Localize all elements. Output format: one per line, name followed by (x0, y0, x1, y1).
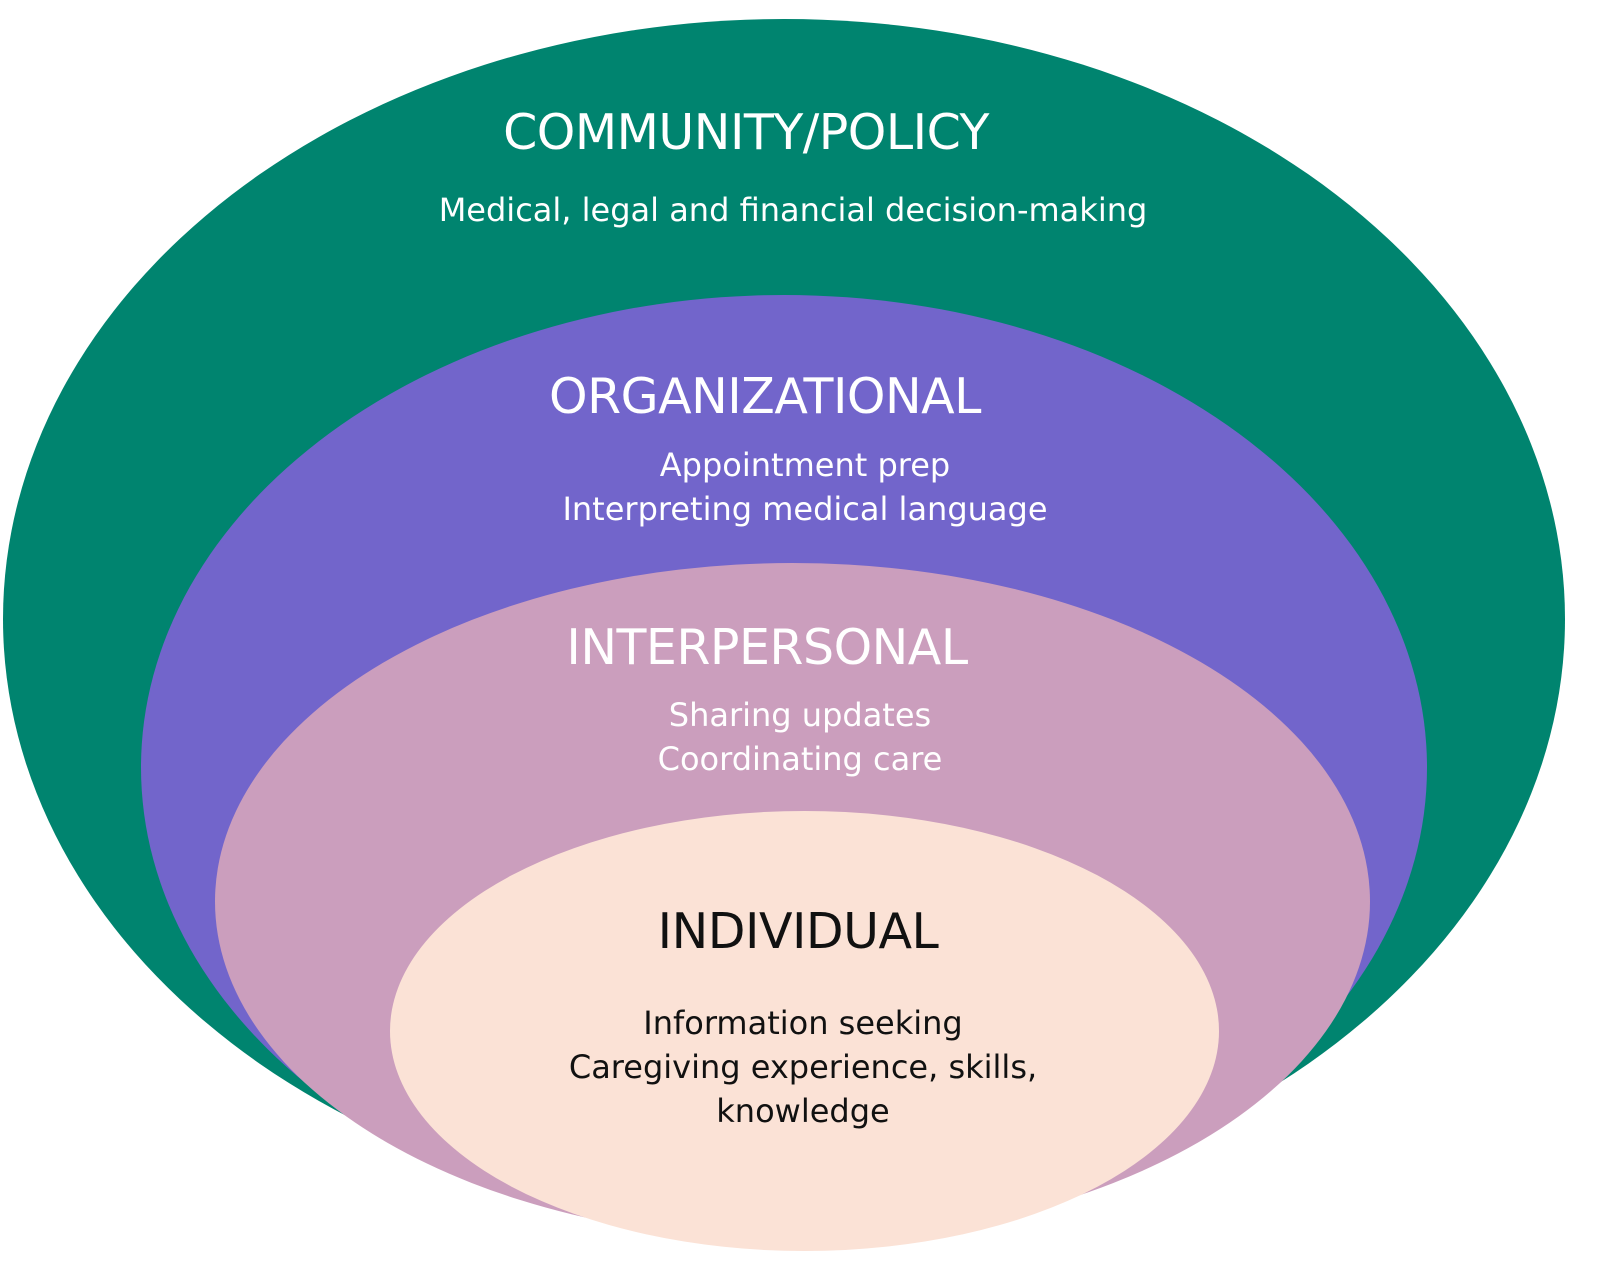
individual-items: Information seeking Caregiving experienc… (569, 1001, 1037, 1133)
individual-item: Information seeking (643, 1004, 963, 1042)
interpersonal-item: Sharing updates (668, 696, 932, 734)
interpersonal-item: Coordinating care (657, 740, 943, 778)
individual-title: INDIVIDUAL (657, 903, 939, 960)
individual-item: Caregiving experience, skills, (568, 1048, 1038, 1086)
community-policy-title: COMMUNITY/POLICY (503, 104, 989, 161)
organizational-items: Appointment prep Interpreting medical la… (562, 443, 1047, 531)
organizational-item: Interpreting medical language (562, 490, 1048, 528)
individual-ring (390, 811, 1219, 1251)
interpersonal-items: Sharing updates Coordinating care (658, 693, 943, 781)
community-policy-items: Medical, legal and financial decision-ma… (439, 188, 1148, 232)
organizational-title: ORGANIZATIONAL (549, 368, 981, 425)
individual-item: knowledge (716, 1092, 890, 1130)
organizational-item: Appointment prep (659, 446, 951, 484)
community-policy-item: Medical, legal and financial decision-ma… (438, 191, 1148, 229)
interpersonal-title: INTERPERSONAL (566, 619, 968, 676)
